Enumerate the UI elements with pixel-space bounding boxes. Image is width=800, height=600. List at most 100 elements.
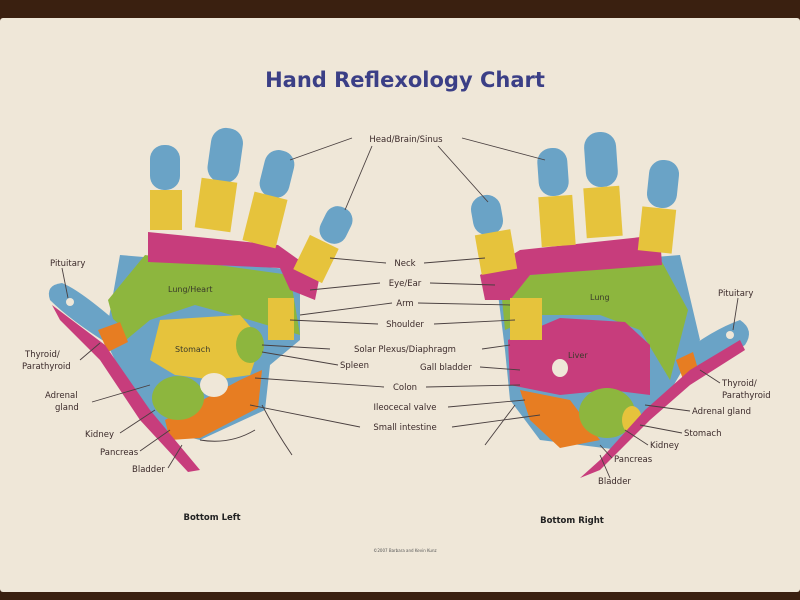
- caption-bottom-left: Bottom Left: [183, 513, 240, 523]
- small-leader-left: [249, 404, 361, 428]
- right-colon-zone: [520, 390, 600, 448]
- right-middle-tip: [537, 147, 569, 197]
- chart-title: Hand Reflexology Chart: [265, 68, 545, 92]
- left-thumb-orange: [98, 322, 128, 352]
- left-ring-mid: [194, 177, 238, 233]
- right-pituitary-leader: [732, 297, 739, 331]
- neck-leader-left: [329, 257, 387, 264]
- left-pituitary-dot: [66, 298, 74, 306]
- ileocecal-leader: [447, 399, 526, 408]
- right-thyroid-label-2: Parathyroid: [722, 391, 771, 401]
- right-adrenal-label: Adrenal gland: [692, 407, 751, 417]
- left-middle-tip: [259, 150, 295, 198]
- left-index-tip: [319, 206, 353, 244]
- right-pinky-tip: [646, 159, 680, 209]
- right-liver-label: Liver: [568, 351, 588, 360]
- left-pituitary-label: Pituitary: [50, 259, 85, 269]
- label-shoulder: Shoulder: [386, 320, 424, 330]
- left-lung-zone: [108, 255, 300, 345]
- label-small-intestine: Small intestine: [373, 423, 436, 433]
- right-thyroid-leader: [699, 369, 721, 384]
- label-solar-plexus: Solar Plexus/Diaphragm: [354, 345, 456, 355]
- right-lung-zone: [500, 262, 688, 380]
- left-shoulder-zone: [268, 298, 294, 340]
- left-thyroid-label-2: Parathyroid: [22, 362, 71, 372]
- right-thyroid-label-1: Thyroid/: [721, 379, 757, 389]
- right-index-mid: [474, 229, 518, 275]
- left-palm-gap: [200, 373, 228, 397]
- colon-leader-left: [254, 377, 385, 388]
- right-bladder-leader: [599, 454, 611, 479]
- right-finger-base-band: [480, 235, 662, 300]
- right-ring-tip: [584, 131, 618, 188]
- right-kidney-label: Kidney: [650, 441, 679, 451]
- right-fingers: [470, 131, 680, 340]
- left-index-mid: [293, 234, 339, 284]
- head-leader-right-middle: [461, 137, 546, 161]
- left-spleen-zone: [236, 327, 264, 363]
- right-bladder-label: Bladder: [598, 477, 631, 487]
- left-adrenal-label-1: Adrenal: [45, 391, 78, 401]
- eye-leader-right: [429, 282, 496, 286]
- left-kidney-label: Kidney: [85, 430, 114, 440]
- right-index-tip: [470, 194, 504, 236]
- left-colon-zone: [165, 370, 262, 440]
- left-pancreas-leader: [139, 429, 171, 452]
- label-gall-bladder: Gall bladder: [420, 363, 472, 373]
- right-pancreas-label: Pancreas: [614, 455, 653, 465]
- left-bladder-label: Bladder: [132, 465, 165, 475]
- right-middle-mid: [538, 194, 576, 248]
- left-adrenal-leader: [91, 384, 151, 403]
- right-stomach-leader: [639, 424, 683, 434]
- center-labels: Head/Brain/Sinus Neck Eye/Ear Arm Should…: [249, 135, 546, 433]
- shoulder-leader-left: [289, 319, 379, 325]
- right-pituitary-dot: [726, 331, 734, 339]
- left-stomach-label: Stomach: [175, 345, 210, 354]
- left-kidney-zone: [152, 376, 204, 420]
- head-leader-right-index: [437, 145, 489, 203]
- small-leader-right: [451, 414, 541, 428]
- copyright-text: ©2007 Barbara and Kevin Kunz: [373, 548, 436, 553]
- right-wrist-line-1: [484, 404, 516, 446]
- left-pinky-mid: [150, 190, 182, 230]
- left-bladder-leader: [167, 444, 183, 469]
- spleen-leader: [261, 351, 339, 366]
- left-wrist-line-2: [199, 429, 256, 442]
- right-pituitary-label: Pituitary: [718, 289, 753, 299]
- left-thyroid-leader: [79, 342, 101, 361]
- label-eye-ear: Eye/Ear: [389, 279, 422, 289]
- left-pancreas-label: Pancreas: [100, 448, 139, 458]
- right-adrenal-leader: [644, 404, 691, 412]
- arm-leader-left: [299, 302, 393, 316]
- right-palm-gap: [552, 359, 568, 377]
- label-head-brain-sinus: Head/Brain/Sinus: [369, 135, 443, 145]
- left-fingers: [150, 127, 353, 340]
- left-middle-mid: [242, 191, 288, 249]
- left-hand: Lung/Heart Stomach Pituitary Thyroid/ Pa…: [22, 127, 353, 475]
- left-adrenal-label-2: gland: [55, 403, 79, 413]
- right-thumb-edge: [580, 340, 745, 478]
- eye-leader-left: [309, 282, 381, 291]
- colon-leader-right: [425, 384, 521, 388]
- right-lung-label: Lung: [590, 293, 610, 302]
- head-leader-left-middle: [289, 137, 353, 161]
- right-hand: Lung Liver Pituitary Thyroid/ Parathyroi…: [470, 131, 771, 487]
- arm-leader-right: [417, 302, 511, 306]
- neck-leader-right: [423, 257, 486, 264]
- label-colon: Colon: [393, 383, 417, 393]
- left-kidney-leader: [119, 409, 156, 434]
- right-kidney-leader: [624, 429, 649, 446]
- left-thumb-edge: [52, 305, 200, 472]
- right-pancreas-leader: [599, 444, 613, 459]
- right-shoulder-zone: [510, 298, 542, 340]
- right-kidney-zone: [579, 388, 635, 438]
- right-pinky-mid: [637, 206, 677, 254]
- right-liver-zone: [508, 318, 650, 395]
- left-lung-label: Lung/Heart: [168, 285, 213, 294]
- left-pinky-tip: [150, 145, 180, 190]
- solar-leader-left: [261, 344, 331, 350]
- label-arm: Arm: [396, 299, 413, 309]
- left-thyroid-label-1: Thyroid/: [24, 350, 60, 360]
- right-ring-mid: [583, 185, 623, 239]
